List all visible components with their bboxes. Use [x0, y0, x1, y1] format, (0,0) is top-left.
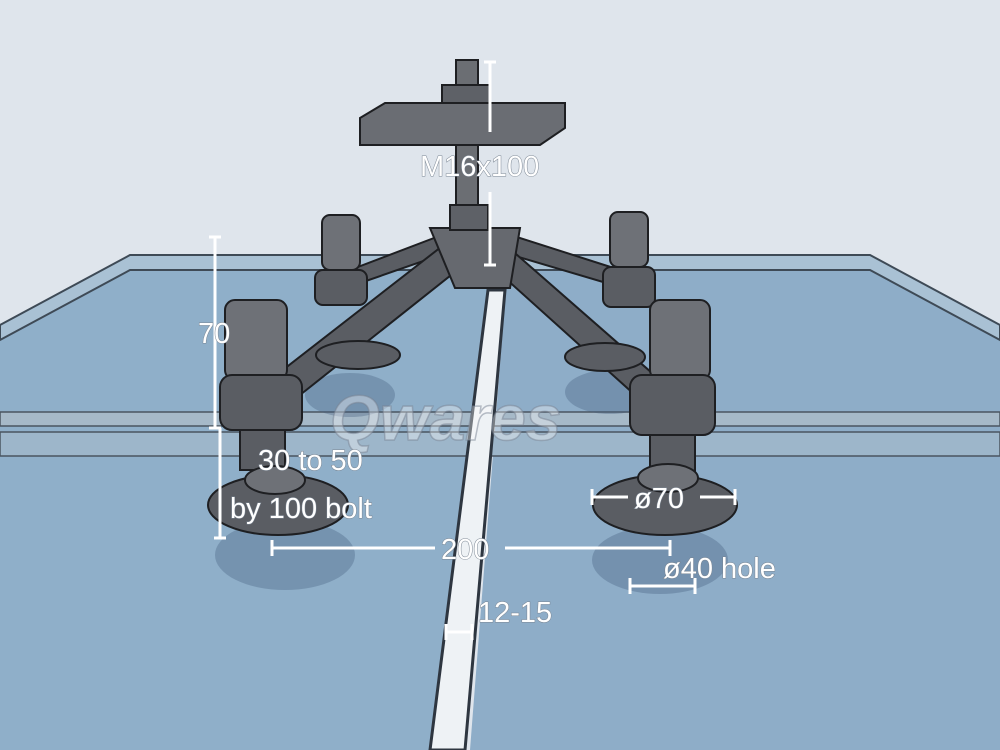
vertical-joint — [428, 288, 507, 750]
bolt-size-label: M16x100 — [420, 151, 539, 183]
adjust-label-line1: 30 to 50 — [258, 445, 363, 477]
fitting-back-right — [564, 211, 656, 372]
watermark: Qwares — [330, 382, 561, 454]
spider-bracket — [207, 59, 738, 536]
fitting-front-right — [592, 299, 738, 536]
height-label: 70 — [198, 318, 230, 350]
disc-diameter-label: ø70 — [634, 483, 684, 515]
fitting-back-left — [314, 214, 401, 370]
dimension-lines — [209, 60, 737, 640]
gap-label: 12-15 — [478, 597, 552, 629]
frame-top — [0, 254, 1000, 342]
spacing-label: 200 — [441, 534, 489, 566]
glass-facade — [0, 254, 1000, 750]
transom-lower — [0, 431, 1000, 457]
adjust-label-line2: by 100 bolt — [230, 493, 372, 525]
hole-diameter-label: ø40 hole — [663, 553, 776, 585]
fitting-front-left — [207, 299, 349, 536]
